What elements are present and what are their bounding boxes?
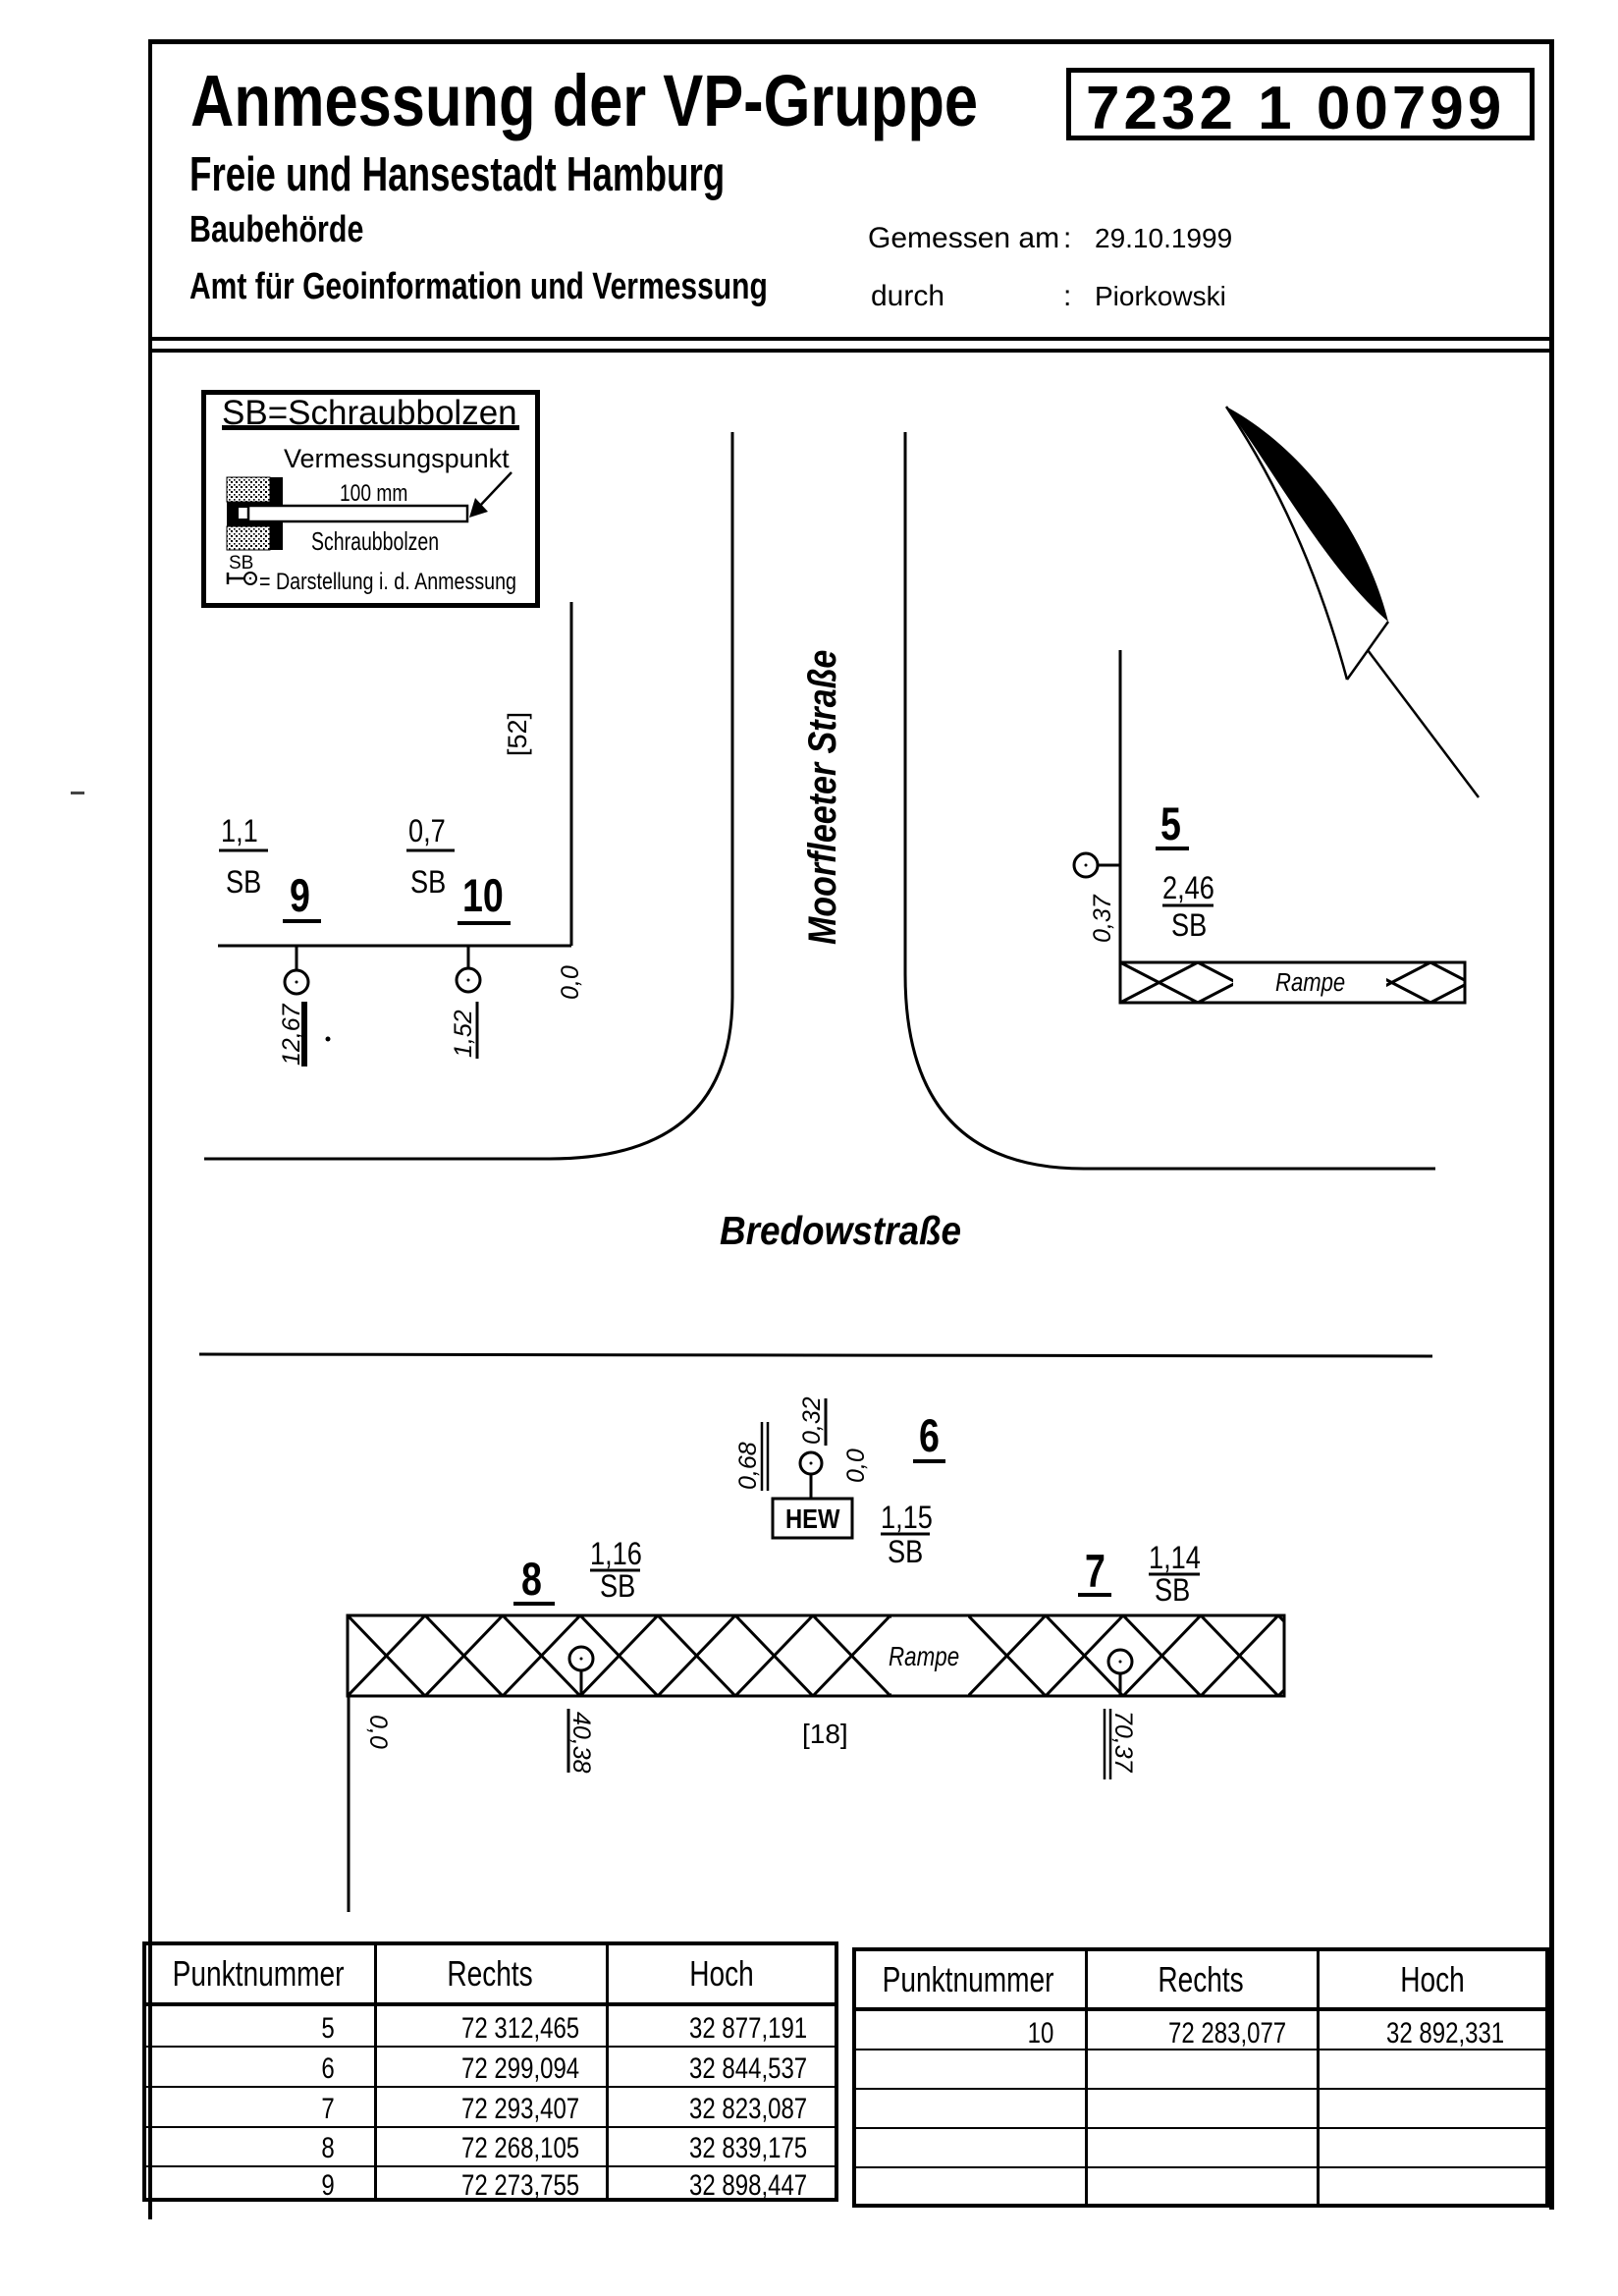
svg-text:Rampe: Rampe	[1275, 968, 1345, 997]
svg-text:9: 9	[290, 870, 310, 922]
svg-text:Bredowstraße: Bredowstraße	[720, 1209, 961, 1253]
svg-text:10: 10	[462, 870, 504, 922]
svg-text:0,32: 0,32	[798, 1396, 826, 1445]
svg-text:1,52: 1,52	[450, 1010, 477, 1058]
svg-text:12,67: 12,67	[278, 1003, 305, 1066]
svg-text:0,68: 0,68	[734, 1442, 762, 1490]
svg-text:1,1: 1,1	[221, 814, 258, 849]
svg-text:SB: SB	[226, 865, 261, 901]
svg-text:0,0: 0,0	[557, 965, 584, 1000]
svg-text:8: 8	[521, 1554, 542, 1606]
svg-text:0,0: 0,0	[364, 1715, 392, 1749]
svg-text:0,37: 0,37	[1089, 894, 1116, 943]
svg-text:Rampe: Rampe	[889, 1642, 959, 1672]
svg-text:[52]: [52]	[503, 712, 532, 756]
svg-text:SB: SB	[600, 1569, 635, 1605]
svg-text:SB: SB	[410, 865, 446, 901]
svg-text:70,37: 70,37	[1109, 1711, 1137, 1774]
svg-text:SB: SB	[1155, 1573, 1190, 1609]
svg-text:SB: SB	[888, 1535, 923, 1570]
svg-text:0,0: 0,0	[842, 1449, 870, 1483]
svg-text:2,46: 2,46	[1162, 871, 1214, 906]
svg-text:7: 7	[1085, 1546, 1106, 1598]
svg-text:Moorfleeter Straße: Moorfleeter Straße	[799, 650, 843, 945]
svg-text:40,38: 40,38	[567, 1712, 595, 1774]
svg-text:0,7: 0,7	[408, 814, 446, 849]
svg-text:HEW: HEW	[785, 1503, 840, 1534]
svg-text:6: 6	[919, 1410, 940, 1462]
svg-text:SB: SB	[1171, 908, 1207, 944]
svg-text:[18]: [18]	[802, 1719, 848, 1749]
svg-text:5: 5	[1160, 798, 1181, 850]
svg-text:1,15: 1,15	[881, 1501, 933, 1536]
svg-text:1,14: 1,14	[1149, 1541, 1201, 1576]
svg-text:1,16: 1,16	[590, 1537, 642, 1572]
